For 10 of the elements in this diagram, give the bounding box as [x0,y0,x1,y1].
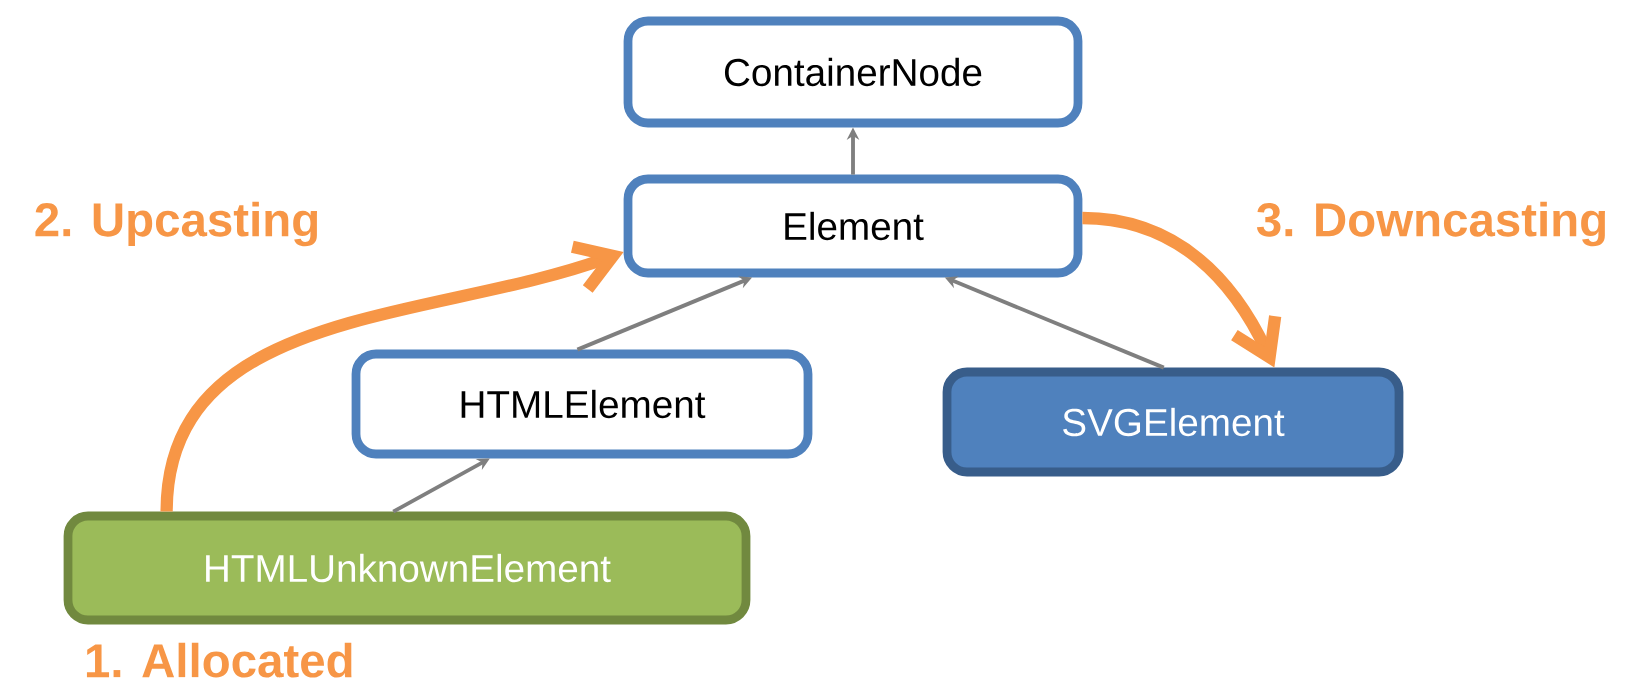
class-box: Element [623,174,1083,278]
arrow [160,240,624,513]
edge-label: 2. Upcasting [35,201,318,247]
node-label: 1. Allocated [86,642,352,678]
class-box: SVGElement [942,367,1404,477]
class-box: HTMLUnknownElement [63,511,751,625]
arrow [1082,211,1282,368]
class-box: HTMLElement [351,349,813,459]
edge-label: 3. Downcasting [1256,201,1605,247]
class-box: ContainerNode [623,16,1083,128]
